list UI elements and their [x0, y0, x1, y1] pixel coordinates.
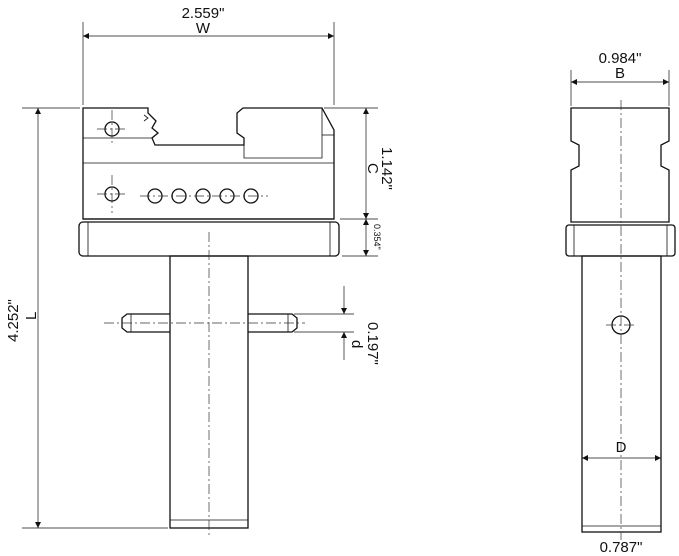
block-outline	[82, 107, 335, 220]
dim-w-letter: W	[196, 20, 211, 37]
dim-c-letter: C	[364, 163, 381, 174]
dim-w: 2.559" W	[82, 5, 335, 105]
dim-l-letter: L	[23, 312, 40, 320]
dim-c-value: 1.142"	[378, 147, 395, 190]
dim-d-letter: d	[348, 340, 365, 348]
side-view	[565, 100, 676, 540]
dim-shank-d-value: 0.787"	[600, 539, 643, 556]
jaw-notch-left	[143, 114, 149, 122]
dim-flange-value: 0.354"	[372, 224, 382, 250]
front-view	[78, 107, 340, 535]
dim-b: 0.984" B	[570, 50, 670, 106]
dim-flange: 0.354"	[342, 219, 382, 257]
dim-l-value: 4.252"	[5, 299, 22, 342]
side-head-outline	[570, 107, 670, 223]
dim-shank-d: D 0.787"	[582, 439, 661, 556]
dim-d-value: 0.197"	[364, 322, 381, 365]
dim-c: 1.142" C	[324, 107, 395, 220]
dim-b-letter: B	[615, 65, 625, 82]
dim-b-value: 0.984"	[599, 50, 642, 67]
dim-shank-d-letter: D	[616, 439, 627, 456]
side-flange	[565, 224, 676, 257]
dim-d: 0.197" d	[294, 286, 381, 365]
side-shank	[581, 255, 662, 533]
dim-l: 4.252" L	[5, 107, 168, 529]
dim-w-value: 2.559"	[182, 5, 225, 22]
jaw-step-right	[243, 108, 323, 159]
